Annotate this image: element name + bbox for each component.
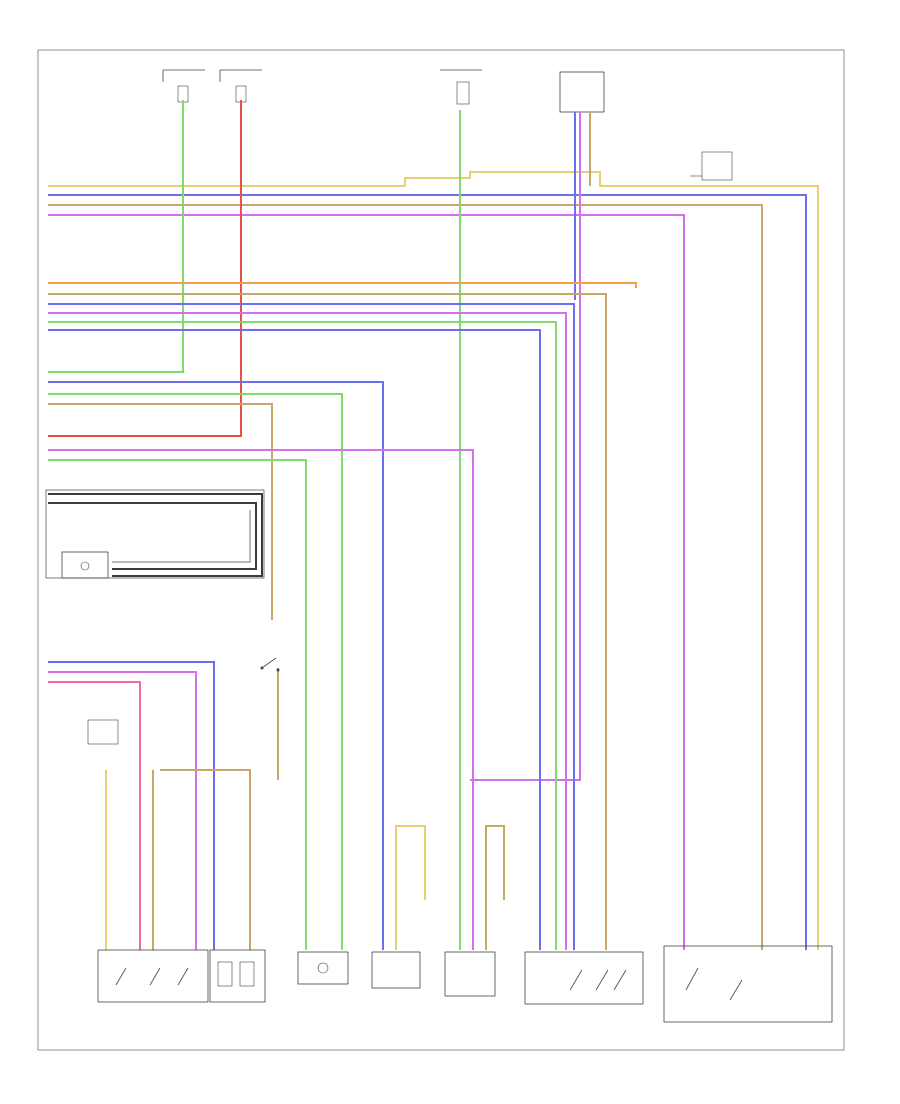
wire-tan-30: [160, 769, 251, 950]
wire-yellow-32: [395, 825, 426, 950]
switch-brake: [260, 657, 280, 672]
fuse-feed-left-2: [219, 69, 262, 103]
wire-blue-13: [48, 303, 575, 950]
ext-light-module: [61, 551, 109, 579]
component-2: [297, 951, 349, 985]
module-top-right: [559, 71, 605, 113]
component-3: [371, 951, 421, 989]
wire-purple-20: [48, 449, 474, 950]
component-1b: [209, 949, 266, 1003]
wire-blue-16: [48, 329, 541, 950]
component-4: [444, 951, 496, 997]
wire-blue-25: [48, 661, 215, 950]
wire-blue-2: [48, 194, 807, 950]
wire-orange-11: [48, 282, 637, 288]
wire-purple-8: [470, 112, 581, 781]
wire-blue-17: [48, 381, 384, 950]
wire-tan-19: [48, 403, 273, 620]
wire-purple-26: [48, 671, 197, 950]
component-6: [663, 945, 833, 1023]
component-1: [97, 949, 209, 1003]
wire-green-21: [48, 459, 307, 950]
wire-green-15: [48, 321, 557, 950]
diagram-frame: [37, 49, 845, 1051]
wire-pink-27: [48, 681, 141, 950]
wire-gray-24: [112, 510, 251, 563]
wire-yellow-1: [48, 171, 819, 950]
wire-purple-14: [48, 312, 567, 950]
fuse-feed-center: [440, 69, 482, 105]
left-splice-box: [45, 489, 265, 579]
wire-tan-12: [48, 293, 607, 950]
wire-green-18: [48, 393, 343, 950]
wire-layer: [48, 100, 819, 950]
wire-tan-3: [48, 204, 763, 950]
component-5: [524, 951, 644, 1005]
wire-red-6: [48, 100, 242, 437]
wire-purple-4: [48, 214, 685, 950]
wire-green-5: [48, 100, 184, 373]
ground-module-lower: [87, 719, 119, 745]
wire-black-22: [48, 493, 263, 577]
wire-black-23: [48, 502, 257, 570]
wire-tan-33: [485, 825, 505, 950]
fuse-feed-left: [162, 69, 205, 103]
ground-symbol-top-right: [690, 151, 733, 181]
